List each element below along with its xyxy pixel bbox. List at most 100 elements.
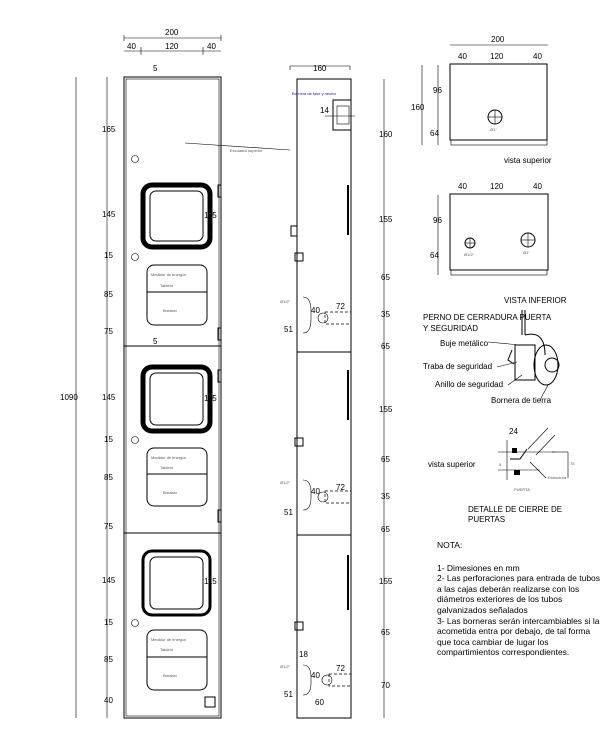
hole-label: Ø1/2" bbox=[464, 252, 475, 257]
dim-window: 115 bbox=[204, 394, 217, 403]
dim: 40 bbox=[104, 696, 113, 705]
dim: 65 bbox=[381, 525, 390, 534]
dim: 40 bbox=[311, 671, 320, 680]
label: Anillo de seguridad bbox=[435, 380, 503, 389]
dim: 96 bbox=[433, 86, 442, 95]
lock-detail: PERNO DE CERRADURA PUERTA Y SEGURIDAD Bu… bbox=[423, 310, 560, 405]
dim: 65 bbox=[381, 455, 390, 464]
caption-vista-superior: vista superior bbox=[504, 156, 552, 165]
dim: Ø1/2" bbox=[280, 299, 291, 304]
plate-text: Medidor de energía bbox=[151, 272, 186, 277]
dim: 145 bbox=[102, 210, 116, 219]
lock-icon bbox=[131, 436, 139, 444]
dim: 5 bbox=[499, 462, 502, 467]
dim: 72 bbox=[336, 483, 345, 492]
meter-plate bbox=[146, 264, 208, 326]
dim: 24 bbox=[509, 427, 518, 436]
dim: 18 bbox=[299, 650, 308, 659]
dim-height-total: 1090 bbox=[60, 393, 78, 402]
hole-label: Ø1" bbox=[523, 250, 530, 255]
right-dimensions: 160 155 65 35 65 155 65 35 65 155 65 70 bbox=[379, 130, 393, 690]
lock-icon bbox=[131, 619, 139, 627]
dim: 155 bbox=[379, 215, 393, 224]
dim: 65 bbox=[381, 628, 390, 637]
dim-part: 40 bbox=[127, 42, 136, 51]
plate-text: Tablero bbox=[160, 465, 174, 470]
dim: 145 bbox=[102, 576, 116, 585]
hole-label: Ø1" bbox=[490, 127, 497, 132]
closure-detail: 24 75 5 Estructura PUERTA vista superior… bbox=[428, 427, 575, 524]
dim: 60 bbox=[315, 698, 324, 707]
dim-gap: 5 bbox=[153, 337, 158, 346]
plate-text: Medidor de energía bbox=[151, 455, 186, 460]
dim: 40 bbox=[533, 52, 542, 61]
dim: 75 bbox=[104, 327, 113, 336]
dim-gap: 5 bbox=[153, 64, 158, 73]
dim: 155 bbox=[379, 405, 393, 414]
meter-plate bbox=[146, 447, 208, 507]
dim: 85 bbox=[104, 473, 113, 482]
dim: 64 bbox=[430, 129, 439, 138]
note-item: 2- Las perforaciones para entrada de tub… bbox=[437, 573, 601, 615]
dim: 65 bbox=[381, 342, 390, 351]
dim-part: 120 bbox=[165, 42, 179, 51]
lock-icon bbox=[131, 155, 139, 163]
dim: 85 bbox=[104, 290, 113, 299]
dim: 15 bbox=[104, 435, 113, 444]
plate-text: Breaker bbox=[163, 490, 178, 495]
label: Traba de seguridad bbox=[423, 362, 492, 371]
dim-part: 40 bbox=[207, 42, 216, 51]
top-view-upper: 200 40 120 40 160 96 64 Ø1" vista superi… bbox=[411, 35, 552, 165]
dim: 40 bbox=[533, 182, 542, 191]
caption-vista-superior: vista superior bbox=[428, 460, 476, 469]
lock-title: PERNO DE CERRADURA PUERTA bbox=[423, 313, 552, 322]
dim: 120 bbox=[490, 182, 504, 191]
dim: 200 bbox=[491, 35, 505, 44]
dim: 120 bbox=[490, 52, 504, 61]
dim: 165 bbox=[102, 125, 116, 134]
dim: 145 bbox=[102, 393, 116, 402]
dim: 96 bbox=[433, 216, 442, 225]
label: Bornera de tierra bbox=[491, 396, 552, 405]
plate-text: Breaker bbox=[163, 308, 178, 313]
dim: 35 bbox=[381, 492, 390, 501]
dim: 72 bbox=[336, 664, 345, 673]
note-item: 1- Dimesiones en mm bbox=[437, 562, 520, 573]
dim: 51 bbox=[284, 690, 293, 699]
dim: 40 bbox=[458, 52, 467, 61]
lock-icon bbox=[131, 253, 139, 261]
section-2: 115 Medidor de energía Tablero Breaker bbox=[131, 364, 222, 523]
dim: 40 bbox=[311, 306, 320, 315]
dim-window: 115 bbox=[204, 577, 217, 586]
notes: NOTA: 1- Dimesiones en mm 2- Las perfora… bbox=[437, 540, 602, 658]
meter-plate bbox=[146, 629, 208, 691]
lock-title: Y SEGURIDAD bbox=[423, 324, 478, 333]
dim: 40 bbox=[311, 487, 320, 496]
caption-vista-inferior: VISTA INFERIOR bbox=[504, 296, 567, 305]
dim: 64 bbox=[430, 251, 439, 260]
hole-detail: 40 Ø1/2" 51 72 40 Ø1/2" 51 72 40 18 Ø1/2… bbox=[280, 225, 352, 707]
dim: Ø1/2" bbox=[280, 480, 291, 485]
section-1: 115 Medidor de energía Tablero Breaker bbox=[131, 155, 222, 341]
dim: 160 bbox=[411, 103, 425, 112]
dim: 160 bbox=[379, 130, 393, 139]
label: PUERTA bbox=[514, 487, 530, 492]
dim: 75 bbox=[570, 461, 575, 466]
section-3: 115 Medidor de energía Tablero Breaker bbox=[131, 549, 217, 708]
dim: 75 bbox=[104, 522, 113, 531]
dim: 65 bbox=[381, 273, 390, 282]
dim: 51 bbox=[284, 508, 293, 517]
dim: 40 bbox=[458, 182, 467, 191]
dim: 85 bbox=[104, 655, 113, 664]
dim: 72 bbox=[336, 302, 345, 311]
dim-depth: 160 bbox=[313, 64, 327, 73]
dim-window: 115 bbox=[204, 211, 217, 220]
plate-text: Tablero bbox=[160, 647, 174, 652]
top-view-lower: 40 120 40 96 64 Ø1/2" Ø1" VISTA INFERIOR bbox=[430, 182, 567, 305]
dim: Ø1/2" bbox=[280, 664, 291, 669]
dim: 155 bbox=[379, 577, 393, 586]
plate-text: Breaker bbox=[163, 673, 178, 678]
label: Buje metálico bbox=[440, 339, 489, 348]
dim: 35 bbox=[381, 310, 390, 319]
